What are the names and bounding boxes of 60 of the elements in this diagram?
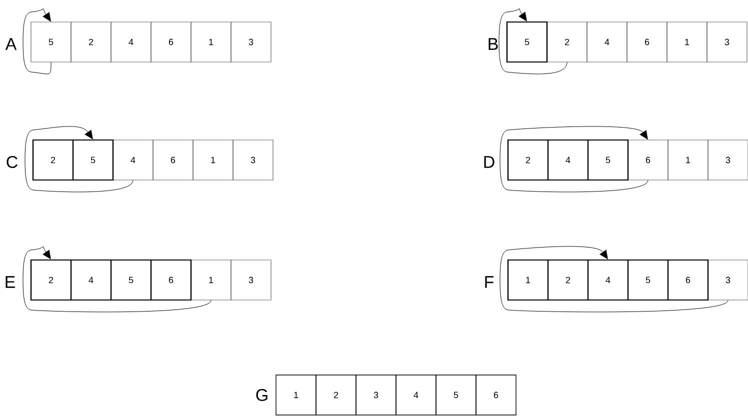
curved-arrow <box>500 126 648 192</box>
row-letter: C <box>6 156 18 168</box>
array-cell: 3 <box>230 22 272 62</box>
array-cell: 6 <box>628 140 668 180</box>
row-letter: D <box>484 156 494 168</box>
row-letter: B <box>488 38 498 50</box>
array-cell: 5 <box>436 374 476 416</box>
node-label: 2 <box>526 156 530 164</box>
array-cell: 4 <box>70 259 112 301</box>
array-cell: 2 <box>70 22 112 62</box>
array-cell: 4 <box>547 139 589 181</box>
row-letter: G <box>256 388 268 402</box>
row-letter: F <box>485 276 494 288</box>
array-cell: 1 <box>190 260 232 300</box>
array-cell: 5 <box>627 259 669 301</box>
row-letter: A <box>5 38 17 50</box>
row-letter: E <box>6 276 15 288</box>
sorted-outline <box>507 259 709 301</box>
curved-arrow <box>24 126 134 192</box>
array-cell: 6 <box>150 259 192 301</box>
array-cell: 3 <box>708 140 748 180</box>
sorted-outline <box>506 21 548 63</box>
array-cell: 5 <box>587 139 629 181</box>
array-cell: 5 <box>72 139 114 181</box>
array-cell: 5 <box>30 22 72 62</box>
array-cell: 4 <box>112 140 154 180</box>
curved-arrow <box>22 8 52 74</box>
array-cell: 5 <box>110 259 152 301</box>
curved-arrow <box>22 246 212 312</box>
node-label: 1 <box>526 276 530 284</box>
curved-arrow <box>500 246 728 312</box>
array-cell: 1 <box>668 140 708 180</box>
sorted-outline <box>507 139 629 181</box>
node-label: 5 <box>524 38 530 46</box>
node-label: 2 <box>48 276 54 284</box>
array-cell: 4 <box>396 374 436 416</box>
array-cell: 2 <box>316 374 356 416</box>
array-cell: 2 <box>546 22 588 62</box>
array-cell: 6 <box>152 140 194 180</box>
array-cell: 2 <box>547 259 589 301</box>
array-cell: 4 <box>110 22 152 62</box>
array-cell: 4 <box>586 22 628 62</box>
array-cell: 1 <box>190 22 232 62</box>
sorted-outline <box>30 259 192 301</box>
array-cell: 6 <box>150 22 192 62</box>
array-cell: 3 <box>232 140 274 180</box>
array-cell: 4 <box>587 259 629 301</box>
array-cell: 3 <box>356 374 396 416</box>
array-cell: 3 <box>230 260 272 300</box>
array-cell: 1 <box>666 22 708 62</box>
array-cell: 6 <box>476 374 516 416</box>
sorted-outline <box>32 139 114 181</box>
array-cell: 6 <box>667 259 709 301</box>
node-label: 2 <box>50 156 56 164</box>
array-cell: 1 <box>192 140 234 180</box>
array-cell: 1 <box>276 374 316 416</box>
array-cell: 3 <box>706 22 748 62</box>
curved-arrow <box>498 8 568 74</box>
array-cell: 6 <box>626 22 668 62</box>
array-cell: 3 <box>708 260 748 300</box>
